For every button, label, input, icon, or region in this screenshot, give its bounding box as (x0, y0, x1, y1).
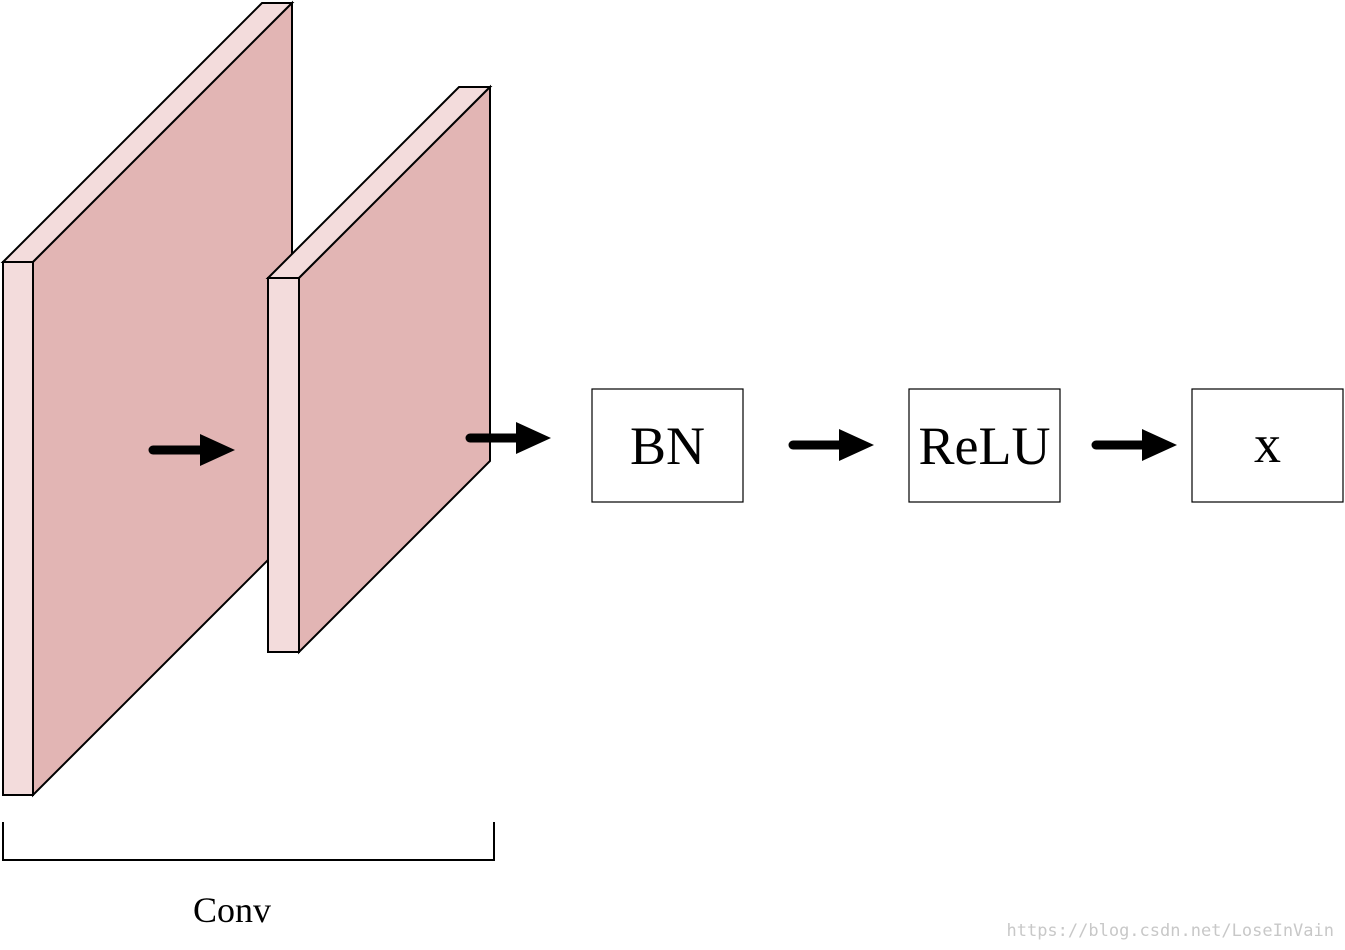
arrow-layer1-to-layer2 (148, 434, 235, 466)
x-label: x (1254, 414, 1281, 474)
conv-layer-1 (0, 0, 295, 798)
arrow-conv-to-bn (465, 422, 551, 454)
conv-bracket (2, 822, 495, 861)
watermark-text: https://blog.csdn.net/LoseInVain (1006, 921, 1334, 941)
bn-box (591, 388, 744, 503)
bn-label: BN (630, 416, 705, 476)
x-box (1191, 388, 1344, 503)
conv-layer-2 (265, 84, 493, 655)
relu-box (908, 388, 1061, 503)
arrow-relu-to-x (1091, 429, 1177, 461)
relu-node: ReLU (908, 388, 1061, 503)
arrow-bn-to-relu (788, 429, 874, 461)
conv-layer-1-front-face (2, 261, 34, 796)
x-node: x (1191, 388, 1344, 503)
conv-layer-2-front-face (267, 277, 300, 653)
relu-label: ReLU (919, 416, 1051, 476)
conv-label: Conv (193, 890, 271, 930)
bn-node: BN (591, 388, 744, 503)
